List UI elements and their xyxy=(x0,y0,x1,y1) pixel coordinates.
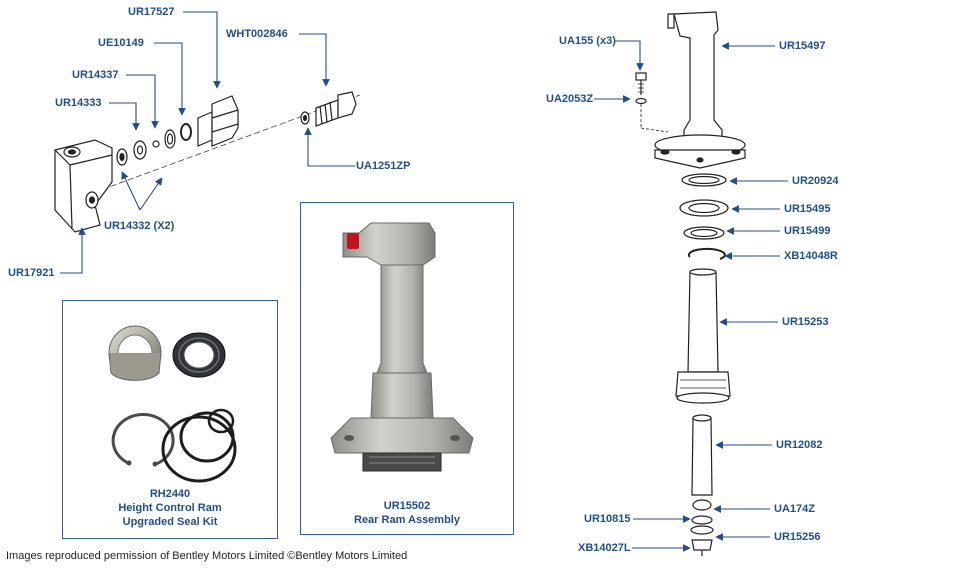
label-ua174z: UA174Z xyxy=(774,503,815,515)
label-ua155: UA155 (x3) xyxy=(559,35,616,47)
label-xb14048r: XB14048R xyxy=(784,250,838,262)
seal-kit-code: RH2440 xyxy=(149,488,191,500)
seal-kit-photo xyxy=(108,325,237,483)
label-ur15256: UR15256 xyxy=(774,531,821,543)
label-ur14332: UR14332 (X2) xyxy=(104,220,175,232)
rear-ram-line1: Rear Ram Assembly xyxy=(354,514,460,526)
ram-exploded-drawing xyxy=(635,11,746,556)
seal-kit-line1: Height Control Ram xyxy=(118,502,222,514)
rear-ram-box: UR15502 Rear Ram Assembly xyxy=(300,202,514,535)
label-ur12082: UR12082 xyxy=(776,439,823,451)
label-wht002846: WHT002846 xyxy=(226,28,288,40)
label-ur20924: UR20924 xyxy=(792,175,839,187)
label-ua1251zp: UA1251ZP xyxy=(356,160,411,172)
seal-kit-box: RH2440 Height Control Ram Upgraded Seal … xyxy=(62,300,278,539)
label-ur14333: UR14333 xyxy=(55,97,102,109)
rear-ram-code: UR15502 xyxy=(383,500,431,512)
copyright-footer: Images reproduced permission of Bentley … xyxy=(6,550,408,562)
label-ur15495: UR15495 xyxy=(784,203,831,215)
leader-lines xyxy=(60,11,788,552)
label-ua2053z: UA2053Z xyxy=(546,93,594,105)
label-xb14027l: XB14027L xyxy=(578,542,631,554)
red-cap xyxy=(347,233,359,249)
seal-kit-line2: Upgraded Seal Kit xyxy=(122,516,218,528)
label-ur10815: UR10815 xyxy=(584,513,631,525)
rear-ram-caption: UR15502 Rear Ram Assembly xyxy=(301,499,513,527)
label-ur15497: UR15497 xyxy=(779,40,826,52)
rear-ram-photo xyxy=(330,222,474,472)
label-ur17921: UR17921 xyxy=(8,267,55,279)
label-ur15253: UR15253 xyxy=(782,316,829,328)
valve-exploded-drawing xyxy=(54,91,361,233)
label-ur15499: UR15499 xyxy=(784,225,831,237)
label-ur14337: UR14337 xyxy=(72,69,119,81)
label-ue10149: UE10149 xyxy=(98,37,144,49)
label-ur17527: UR17527 xyxy=(128,6,175,18)
seal-kit-caption: RH2440 Height Control Ram Upgraded Seal … xyxy=(63,487,277,529)
